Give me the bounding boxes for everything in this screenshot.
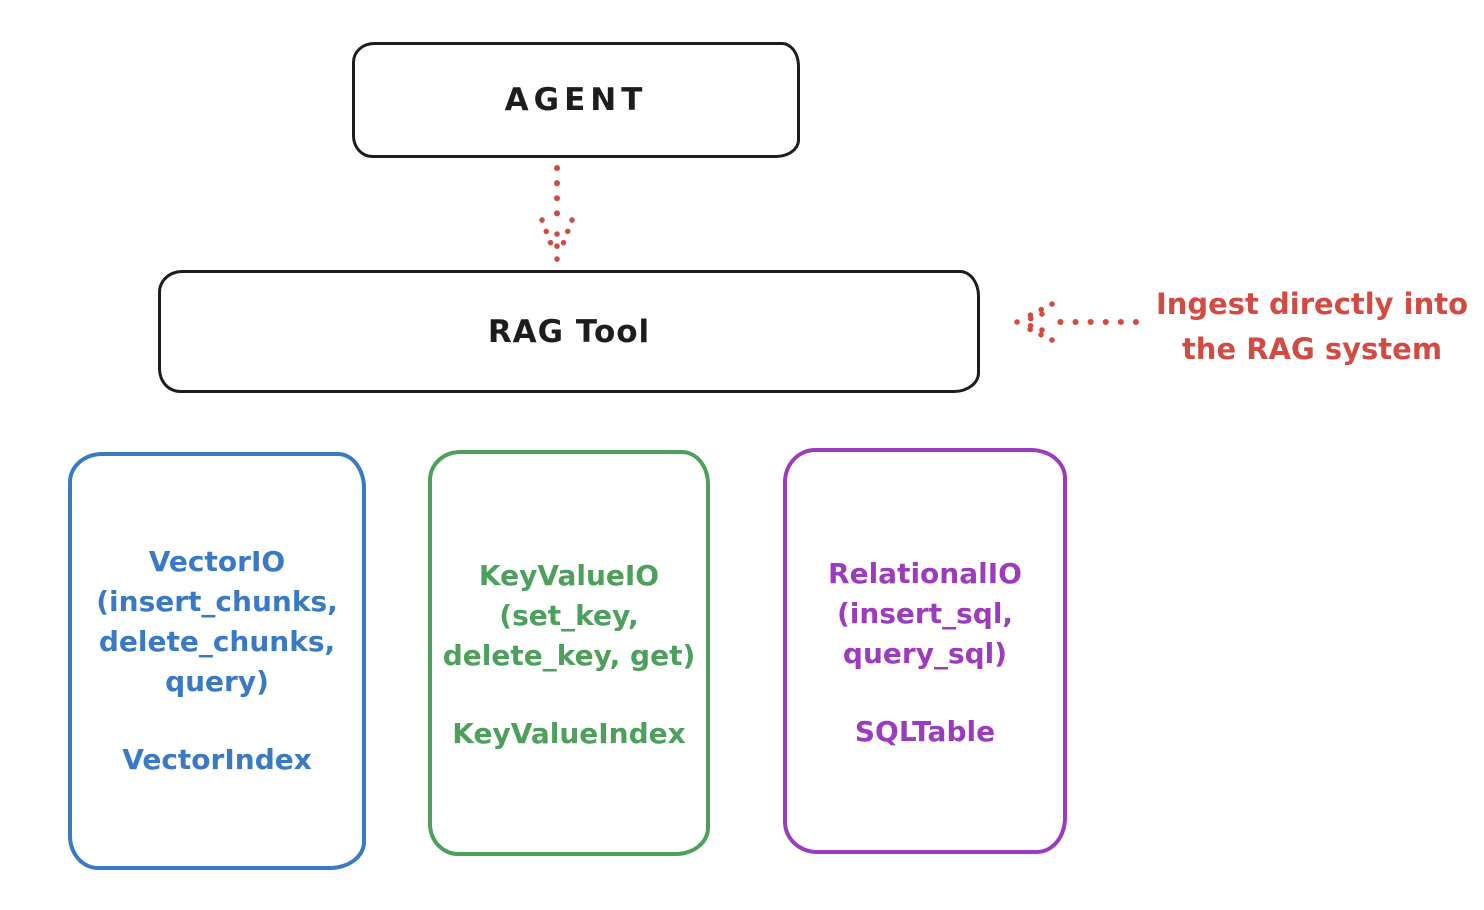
rag-tool-label: RAG Tool — [487, 313, 651, 350]
vector-io-line: query) — [165, 665, 269, 698]
annotation-line-2: the RAG system — [1181, 332, 1443, 366]
relational-io-box: RelationalIO (insert_sql, query_sql) SQL… — [783, 448, 1067, 854]
keyvalue-io-box: KeyValueIO (set_key, delete_key, get) Ke… — [428, 450, 710, 856]
vector-io-line: (insert_chunks, — [96, 585, 338, 618]
rag-tool-box: RAG Tool — [158, 270, 980, 393]
sql-table-label: SQLTable — [854, 715, 996, 748]
agent-label: AGENT — [504, 82, 648, 118]
ingest-arrow-icon — [1014, 301, 1139, 343]
agent-box: AGENT — [352, 42, 800, 158]
vector-index-label: VectorIndex — [122, 743, 312, 776]
vector-io-line: delete_chunks, — [98, 625, 336, 658]
keyvalue-io-line: (set_key, — [499, 599, 639, 632]
vector-io-line: VectorIO — [148, 545, 286, 578]
relational-io-line: query_sql) — [842, 637, 1008, 670]
keyvalue-io-line: KeyValueIO — [478, 559, 660, 592]
ingest-annotation: Ingest directly into the RAG system — [1140, 282, 1484, 372]
relational-io-line: (insert_sql, — [836, 597, 1014, 630]
keyvalue-index-label: KeyValueIndex — [452, 717, 686, 750]
annotation-line-1: Ingest directly into — [1155, 287, 1469, 321]
agent-to-rag-arrow-icon — [539, 165, 575, 262]
vector-io-box: VectorIO (insert_chunks, delete_chunks, … — [68, 452, 366, 870]
keyvalue-io-line: delete_key, get) — [442, 639, 696, 672]
relational-io-line: RelationalIO — [828, 557, 1022, 590]
